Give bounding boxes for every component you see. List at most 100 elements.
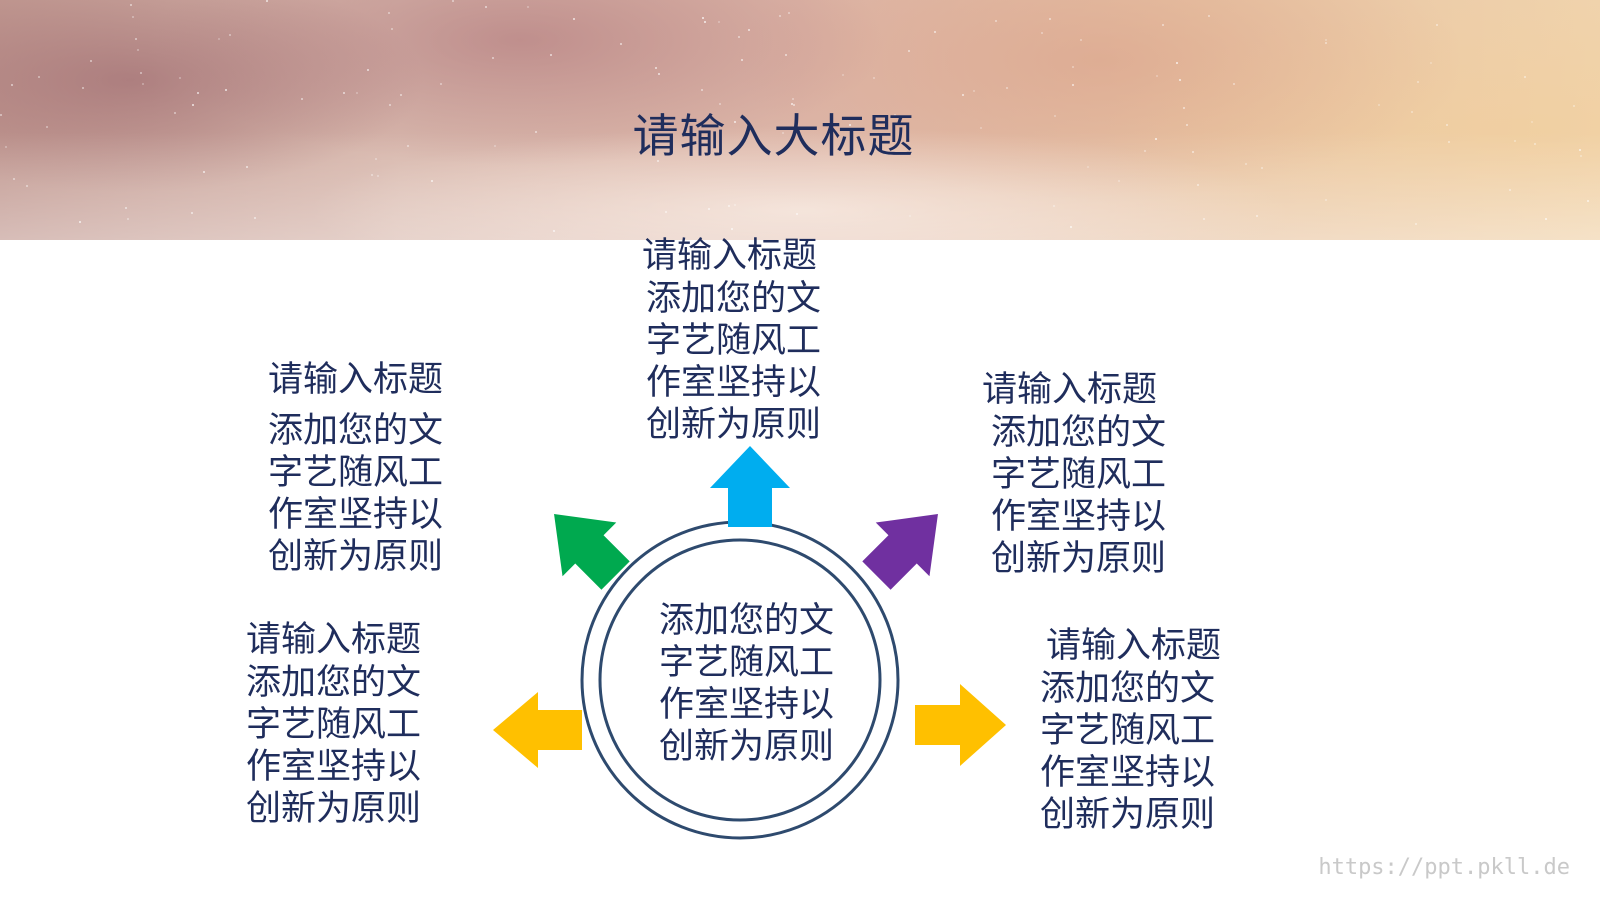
banner-star [1446, 124, 1448, 126]
banner-star [229, 34, 231, 36]
item-text-line: 添加您的文 [246, 663, 422, 703]
banner-star [550, 54, 552, 56]
banner-star [1448, 141, 1450, 143]
banner-star [741, 59, 743, 61]
center-text-line: 作室坚持以 [659, 685, 835, 725]
banner-star [1156, 75, 1158, 77]
banner-star [980, 127, 982, 129]
banner-star [748, 29, 750, 31]
banner-star [485, 6, 487, 8]
banner-star [655, 67, 657, 69]
banner-star [873, 77, 875, 79]
banner-star [79, 221, 81, 223]
banner-star [1087, 166, 1089, 168]
banner-star [1325, 199, 1327, 201]
banner-star [135, 38, 137, 40]
banner-fade [0, 0, 1600, 240]
item-text-line: 字艺随风工 [991, 455, 1167, 495]
item-text-line: 字艺随风工 [646, 321, 822, 361]
banner-star [371, 174, 373, 176]
banner-star [718, 21, 720, 23]
banner-star [1179, 79, 1181, 81]
banner-star [391, 28, 393, 30]
item-text-line: 创新为原则 [1040, 795, 1216, 835]
banner-star [1579, 149, 1581, 151]
banner-star [377, 175, 379, 177]
banner-star [663, 117, 665, 119]
item-text-line: 创新为原则 [646, 405, 822, 445]
banner-star [702, 17, 704, 19]
banner-star [1118, 180, 1120, 182]
banner-star [137, 49, 139, 51]
banner-star [407, 145, 409, 147]
item-text-line: 添加您的文 [268, 411, 444, 451]
arrow-up-left-icon [554, 514, 630, 590]
banner-star [46, 126, 48, 128]
center-text-line: 字艺随风工 [659, 643, 835, 683]
item-text-line: 添加您的文 [1040, 669, 1216, 709]
item-text-line: 作室坚持以 [246, 747, 422, 787]
center-text-block: 添加您的文 字艺随风工 作室坚持以 创新为原则 [659, 600, 835, 768]
item-title: 请输入标题 [982, 370, 1158, 410]
banner-star [26, 185, 28, 187]
item-block-lower-left: 请输入标题 添加您的文 字艺随风工 作室坚持以 创新为原则 [246, 618, 421, 830]
item-block-upper-left: 请输入标题 添加您的文 字艺随风工 作室坚持以 创新为原则 [268, 358, 443, 578]
banner-star [1192, 151, 1194, 153]
banner-star [1186, 124, 1188, 126]
banner-star [1197, 184, 1199, 186]
banner-star [174, 112, 176, 114]
item-block-upper-right: 请输入标题 添加您的文 字艺随风工 作室坚持以 创新为原则 [982, 368, 1166, 580]
banner-star [527, 6, 529, 8]
banner-star [1587, 200, 1589, 202]
banner-star [356, 92, 358, 94]
banner-star [127, 218, 129, 220]
arrow-left-icon [493, 692, 582, 768]
banner-star [1070, 226, 1072, 228]
banner-star [492, 57, 494, 59]
banner-star [1053, 205, 1055, 207]
banner-star [388, 12, 390, 14]
banner-star [788, 12, 790, 14]
banner-star [494, 145, 496, 147]
arrow-up-icon [710, 446, 790, 527]
banner-star [620, 43, 622, 45]
banner-star [1415, 223, 1417, 225]
banner-star [535, 131, 537, 133]
banner-star [849, 124, 851, 126]
banner-star [389, 104, 391, 106]
item-title: 请输入标题 [1046, 626, 1222, 666]
arrow-right-icon [915, 684, 1006, 766]
banner-star [1573, 105, 1575, 107]
banner-star [203, 171, 205, 173]
banner-star [704, 21, 706, 23]
banner-star [1436, 24, 1438, 26]
banner-star [1325, 39, 1327, 41]
banner-star [1176, 62, 1178, 64]
banner-star [1417, 81, 1419, 83]
banner-star [1054, 115, 1056, 117]
banner-star [665, 211, 667, 213]
watermark-url: https://ppt.pkll.de [1318, 855, 1570, 880]
banner-star [734, 121, 736, 123]
slide-title: 请输入大标题 [632, 109, 915, 163]
item-text-line: 作室坚持以 [1040, 753, 1216, 793]
banner-star [719, 103, 721, 105]
banner-star [962, 94, 964, 96]
banner-star [1378, 104, 1380, 106]
center-circle-inner [598, 538, 882, 822]
banner-star [792, 98, 794, 100]
banner-star [142, 83, 144, 85]
item-text-line: 添加您的文 [991, 413, 1167, 453]
item-text-line: 字艺随风工 [1040, 711, 1216, 751]
banner-star [738, 36, 740, 38]
banner-star [130, 4, 132, 6]
banner-star [894, 114, 896, 116]
banner-star [728, 205, 730, 207]
banner-star [301, 98, 303, 100]
banner-star [1325, 42, 1327, 44]
banner-star [791, 103, 793, 105]
banner-star [701, 89, 703, 91]
banner-star [1256, 215, 1258, 217]
item-text-line: 创新为原则 [268, 537, 444, 577]
